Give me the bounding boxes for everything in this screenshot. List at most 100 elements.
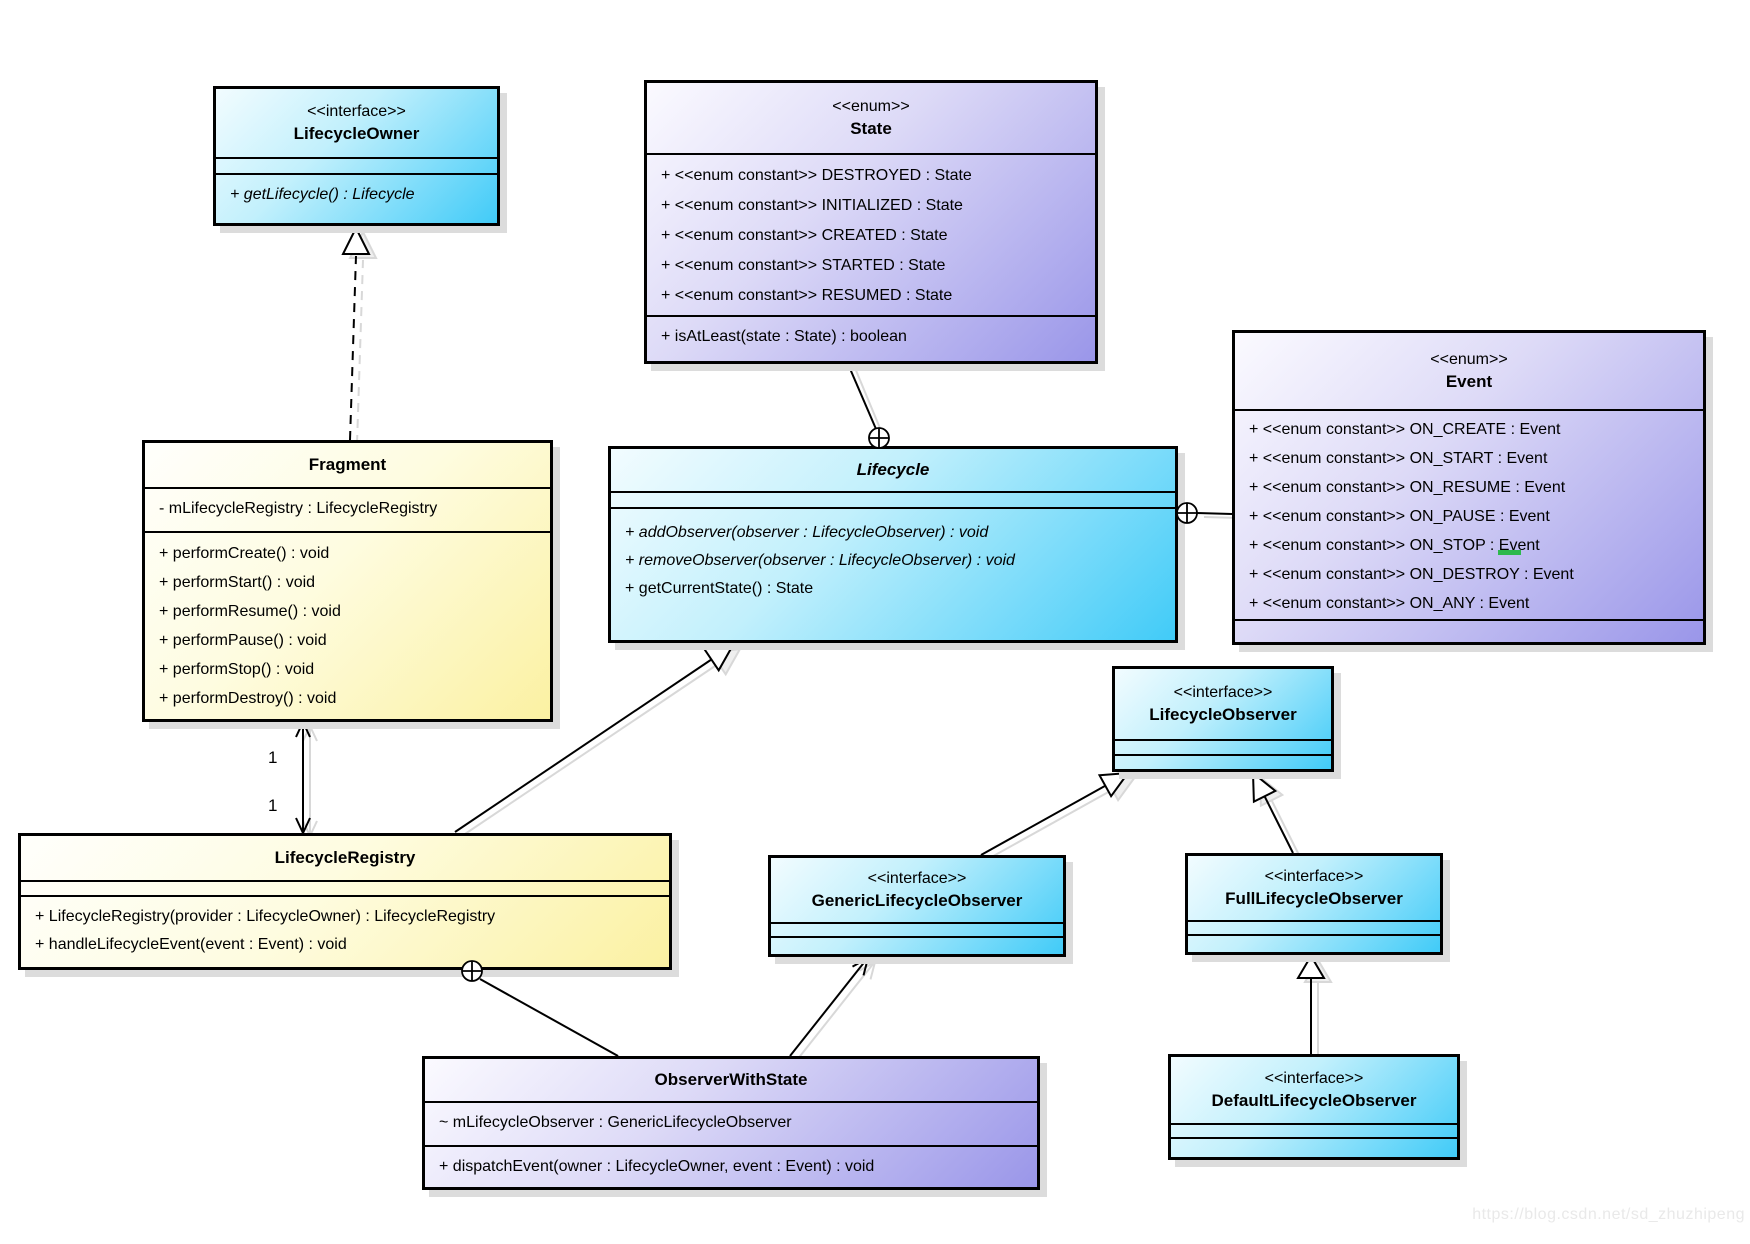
class-box-generic-lifecycle-observer: <<interface>> GenericLifecycleObserver	[768, 855, 1066, 957]
multiplicity-label-fragment-side: 1	[268, 748, 278, 767]
attributes-compartment	[21, 880, 669, 895]
method: + isAtLeast(state : State) : boolean	[661, 328, 907, 345]
enum-constant: + <<enum constant>> RESUMED : State	[661, 287, 953, 304]
enum-constant: + <<enum constant>> ON_STOP : Event	[1249, 537, 1540, 554]
method: + performDestroy() : void	[159, 690, 337, 707]
stereotype-label: <<interface>>	[307, 103, 406, 120]
attributes-compartment	[216, 157, 497, 173]
generalization-defaultobserver-fullobserver	[1296, 954, 1326, 1054]
attributes-compartment: + <<enum constant>> ON_CREATE : Event + …	[1235, 409, 1703, 619]
method: + dispatchEvent(owner : LifecycleOwner, …	[439, 1158, 875, 1175]
methods-compartment	[1171, 1137, 1457, 1157]
class-header: <<interface>> FullLifecycleObserver	[1188, 856, 1440, 920]
containment-state-lifecycle	[847, 363, 877, 430]
class-header: <<interface>> LifecycleOwner	[216, 89, 497, 157]
enum-constant: + <<enum constant>> ON_RESUME : Event	[1249, 479, 1566, 496]
method: + handleLifecycleEvent(event : Event) : …	[35, 936, 347, 953]
class-name: LifecycleObserver	[1149, 705, 1297, 724]
class-header: <<interface>> DefaultLifecycleObserver	[1171, 1057, 1457, 1123]
attributes-compartment	[611, 491, 1175, 507]
generalization-genericobserver-lifecycleobserver	[980, 771, 1131, 856]
enum-constant: + <<enum constant>> ON_START : Event	[1249, 450, 1548, 467]
class-header: LifecycleRegistry	[21, 836, 669, 880]
class-box-lifecycle: Lifecycle + addObserver(observer : Lifec…	[608, 446, 1178, 643]
enum-constant: + <<enum constant>> STARTED : State	[661, 257, 946, 274]
class-header: <<interface>> LifecycleObserver	[1115, 669, 1331, 739]
class-box-lifecycle-owner: <<interface>> LifecycleOwner + getLifecy…	[213, 86, 500, 226]
class-name: State	[850, 119, 892, 138]
class-name: Fragment	[308, 455, 387, 474]
class-header: Fragment	[145, 443, 550, 487]
class-header: Lifecycle	[611, 449, 1175, 491]
method: + addObserver(observer : LifecycleObserv…	[625, 524, 989, 541]
attributes-compartment: - mLifecycleRegistry : LifecycleRegistry	[145, 487, 550, 531]
class-box-full-lifecycle-observer: <<interface>> FullLifecycleObserver	[1185, 853, 1443, 955]
method: + performResume() : void	[159, 603, 341, 620]
enum-constant: + <<enum constant>> ON_CREATE : Event	[1249, 421, 1561, 438]
methods-compartment	[1115, 754, 1331, 769]
association-observerwithstate-genericobserver	[789, 955, 870, 1057]
class-header: <<enum>> Event	[1235, 333, 1703, 409]
class-box-state-enum: <<enum>> State + <<enum constant>> DESTR…	[644, 80, 1098, 364]
methods-compartment: + isAtLeast(state : State) : boolean	[647, 315, 1095, 361]
stereotype-label: <<interface>>	[1264, 868, 1364, 885]
enum-constant: + <<enum constant>> INITIALIZED : State	[661, 197, 963, 214]
attributes-compartment	[1115, 739, 1331, 754]
class-box-lifecycle-observer: <<interface>> LifecycleObserver	[1112, 666, 1334, 772]
class-name: ObserverWithState	[654, 1070, 808, 1089]
stereotype-label: <<interface>>	[1173, 684, 1273, 701]
methods-compartment: + performCreate() : void + performStart(…	[145, 531, 550, 719]
containment-observerwithstate-lifecycleregistry	[479, 978, 619, 1057]
attribute: ~ mLifecycleObserver : GenericLifecycleO…	[439, 1114, 792, 1131]
stereotype-label: <<interface>>	[867, 870, 967, 887]
green-highlight-mark	[1498, 550, 1521, 555]
class-name: DefaultLifecycleObserver	[1211, 1091, 1417, 1110]
methods-compartment: + LifecycleRegistry(provider : Lifecycle…	[21, 895, 669, 967]
method: + removeObserver(observer : LifecycleObs…	[625, 552, 1015, 569]
attributes-compartment	[1171, 1123, 1457, 1137]
class-name: FullLifecycleObserver	[1225, 889, 1403, 908]
attributes-compartment: + <<enum constant>> DESTROYED : State + …	[647, 153, 1095, 315]
generalization-lifecycleregistry-lifecycle	[454, 643, 735, 833]
stereotype-label: <<enum>>	[832, 98, 910, 115]
method: + performStop() : void	[159, 661, 315, 678]
enum-constant: + <<enum constant>> CREATED : State	[661, 227, 948, 244]
method: + performPause() : void	[159, 632, 327, 649]
methods-compartment: + addObserver(observer : LifecycleObserv…	[611, 507, 1175, 640]
enum-constant: + <<enum constant>> ON_PAUSE : Event	[1249, 508, 1550, 525]
realization-fragment-lifecycleowner	[341, 225, 371, 441]
methods-compartment: + getLifecycle() : Lifecycle	[216, 173, 497, 223]
class-name: LifecycleRegistry	[274, 848, 416, 867]
class-name: Lifecycle	[856, 460, 930, 479]
class-name: Event	[1445, 372, 1493, 391]
method: + LifecycleRegistry(provider : Lifecycle…	[35, 908, 496, 925]
method: + performCreate() : void	[159, 545, 330, 562]
enum-constant: + <<enum constant>> DESTROYED : State	[661, 167, 972, 184]
generalization-fullobserver-lifecycleobserver	[1251, 770, 1294, 854]
method: + getLifecycle() : Lifecycle	[230, 186, 415, 203]
methods-compartment: + dispatchEvent(owner : LifecycleOwner, …	[425, 1145, 1037, 1187]
containment-anchor-observerwithstate-registry	[461, 960, 483, 982]
class-box-lifecycle-registry: LifecycleRegistry + LifecycleRegistry(pr…	[18, 833, 672, 970]
attributes-compartment: ~ mLifecycleObserver : GenericLifecycleO…	[425, 1101, 1037, 1145]
class-name: LifecycleOwner	[293, 124, 420, 143]
attribute: - mLifecycleRegistry : LifecycleRegistry	[159, 500, 438, 517]
enum-constant: + <<enum constant>> ON_ANY : Event	[1249, 595, 1530, 612]
class-box-event-enum: <<enum>> Event + <<enum constant>> ON_CR…	[1232, 330, 1706, 645]
watermark-url: https://blog.csdn.net/sd_zhuzhipeng	[1472, 1206, 1745, 1223]
class-header: ObserverWithState	[425, 1059, 1037, 1101]
methods-compartment	[1235, 619, 1703, 642]
attributes-compartment	[1188, 920, 1440, 934]
method: + performStart() : void	[159, 574, 316, 591]
class-box-observer-with-state: ObserverWithState ~ mLifecycleObserver :…	[422, 1056, 1040, 1190]
enum-constant: + <<enum constant>> ON_DESTROY : Event	[1249, 566, 1574, 583]
stereotype-label: <<enum>>	[1430, 351, 1508, 368]
methods-compartment	[1188, 934, 1440, 952]
containment-event-lifecycle	[1196, 512, 1233, 515]
containment-anchor-event-lifecycle	[1176, 502, 1198, 524]
stereotype-label: <<interface>>	[1264, 1070, 1364, 1087]
attributes-compartment	[771, 922, 1063, 936]
methods-compartment	[771, 936, 1063, 954]
